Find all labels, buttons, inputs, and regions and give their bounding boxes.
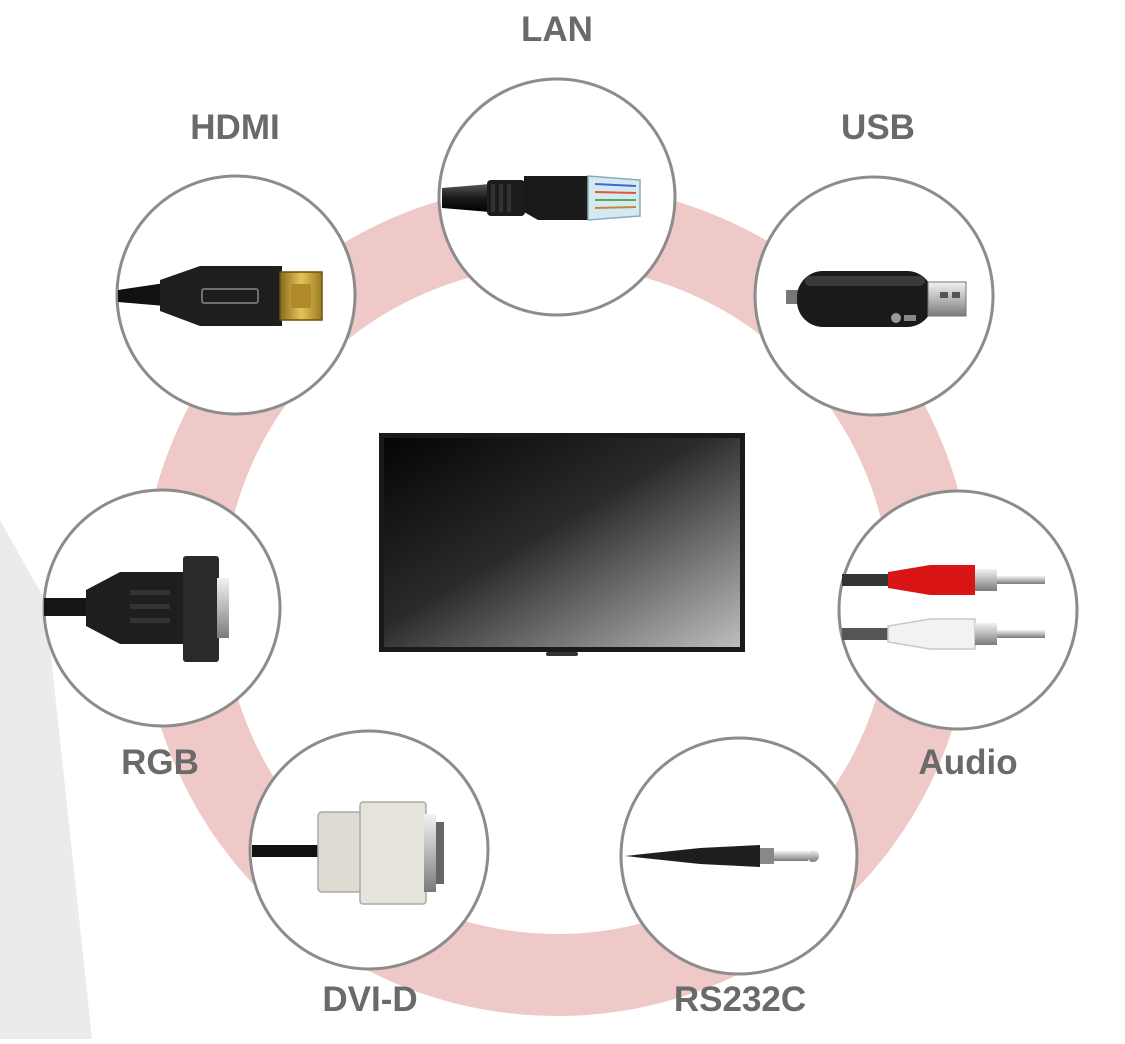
label-hdmi: HDMI (190, 108, 280, 147)
rca-audio-cable-icon (842, 565, 1045, 650)
vga-connector-icon (44, 556, 229, 662)
port-audio (837, 489, 1079, 731)
dvi-connector-icon (252, 801, 444, 905)
label-rgb: RGB (121, 743, 199, 782)
port-hdmi (115, 174, 357, 416)
port-dvid (248, 729, 490, 971)
label-audio: Audio (918, 743, 1018, 782)
port-rs232c (619, 736, 859, 976)
label-usb: USB (841, 108, 915, 147)
port-circle (837, 489, 1079, 731)
usb-dongle-icon (786, 271, 967, 327)
side-panel (0, 520, 92, 1039)
label-lan: LAN (521, 10, 593, 49)
label-rs232c: RS232C (673, 980, 807, 1019)
port-usb (753, 175, 995, 417)
lan-cable-icon (442, 175, 641, 221)
label-dvid: DVI-D (322, 980, 418, 1019)
display-monitor-icon (379, 433, 745, 656)
jack-plug-icon (625, 845, 819, 867)
port-lan (437, 77, 677, 317)
hdmi-cable-icon (118, 266, 323, 326)
port-rgb (42, 488, 282, 728)
